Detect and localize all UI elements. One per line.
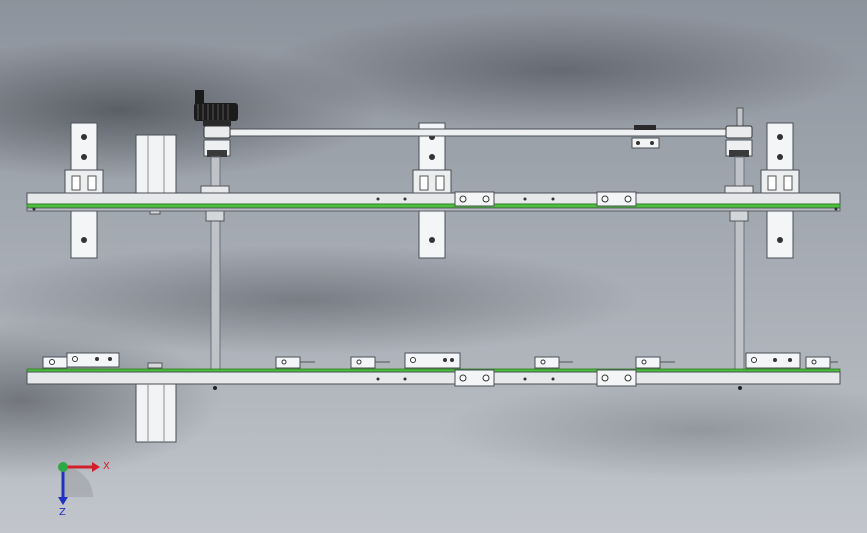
lower-guide-block[interactable] <box>135 383 177 443</box>
left-upright-bracket-bottom[interactable] <box>70 210 98 259</box>
triad-z-label: Z <box>59 507 66 518</box>
center-upright-bracket-bottom[interactable] <box>418 210 446 259</box>
left-upright-bracket-top[interactable] <box>64 122 104 194</box>
shaft-right[interactable] <box>724 156 754 373</box>
bottom-rail-clamp-center[interactable] <box>404 352 461 369</box>
bottom-rail-clamp-left[interactable] <box>42 352 163 369</box>
right-upright-bracket-bottom[interactable] <box>766 210 794 259</box>
right-upright-bracket-top[interactable] <box>760 122 800 194</box>
bottom-rail-sensor-1[interactable] <box>275 356 315 369</box>
bottom-rail-sensor-3[interactable] <box>534 356 573 369</box>
coordinate-triad-icon: X Z <box>58 461 110 518</box>
top-conveyor-rail[interactable] <box>26 191 841 212</box>
drive-pulley-right[interactable] <box>725 107 753 157</box>
shaft-left[interactable] <box>200 156 230 373</box>
drive-pulley-left[interactable] <box>203 125 231 157</box>
triad-x-label: X <box>103 461 110 472</box>
bottom-rail-sensor-4[interactable] <box>635 356 675 369</box>
drive-belt[interactable] <box>209 125 749 149</box>
drive-motor[interactable] <box>194 90 238 126</box>
bottom-conveyor-rail[interactable] <box>26 368 841 390</box>
bottom-rail-sensor-2[interactable] <box>350 356 390 369</box>
bottom-rail-clamp-right[interactable] <box>745 352 838 369</box>
